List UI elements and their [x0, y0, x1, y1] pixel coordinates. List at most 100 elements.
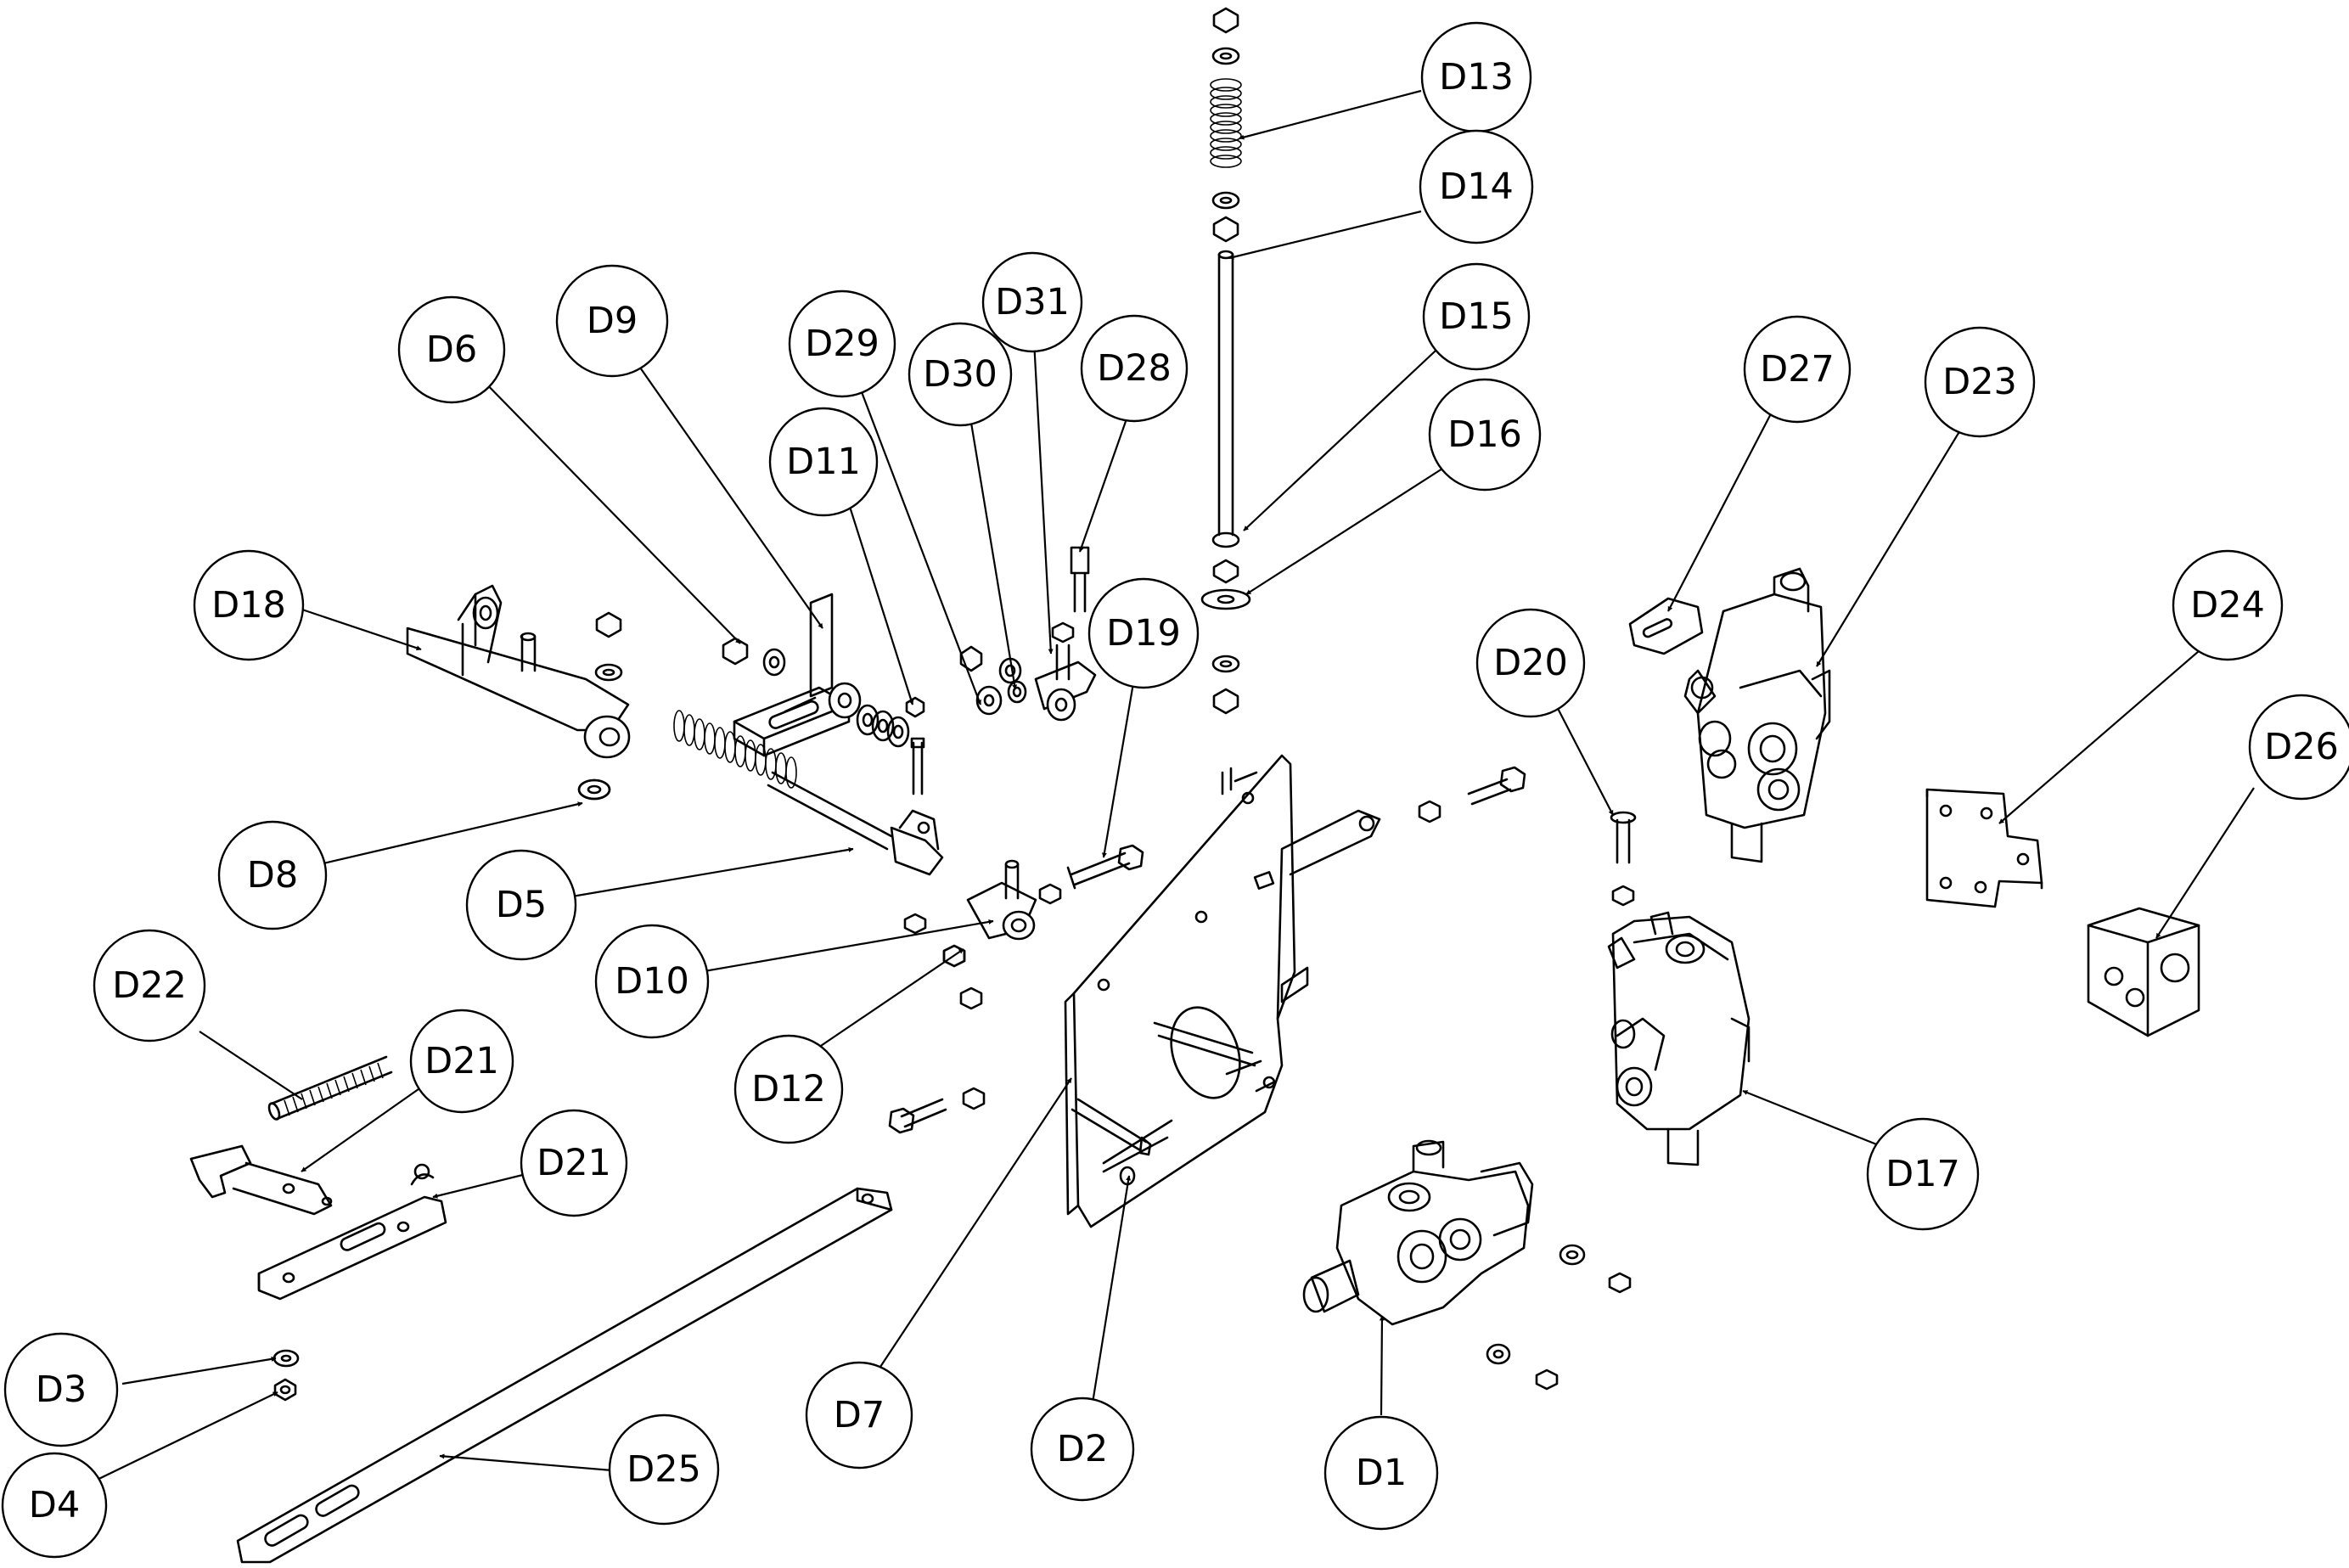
leader-d21b [432, 1170, 537, 1199]
leader-d3 [121, 1356, 277, 1385]
part-small-hardware-left [577, 611, 786, 801]
callout-d30: D30 [908, 322, 1013, 427]
callout-d11-label: D11 [786, 441, 861, 483]
leader-d4 [87, 1391, 278, 1485]
leader-d11 [843, 490, 914, 705]
part-d18-lever [406, 584, 631, 759]
callout-d29: D29 [788, 289, 896, 398]
callout-d12-label: D12 [751, 1068, 826, 1110]
callout-d31-label: D31 [995, 281, 1070, 323]
callout-d9: D9 [555, 264, 669, 378]
callout-d21b-label: D21 [537, 1142, 611, 1184]
callout-d29-label: D29 [805, 323, 879, 365]
leader-d31 [1032, 340, 1054, 655]
part-d19-bolt [1066, 844, 1144, 890]
callout-d15-label: D15 [1439, 295, 1514, 338]
callout-d28-label: D28 [1097, 347, 1172, 390]
leader-d2 [1089, 1175, 1132, 1414]
callout-d23: D23 [1924, 326, 2036, 438]
callout-d19-label: D19 [1106, 612, 1181, 655]
leader-d20 [1551, 696, 1614, 816]
callout-d23-label: D23 [1942, 361, 2017, 403]
leader-lines [87, 89, 2255, 1485]
part-d1-valve [1302, 1139, 1632, 1391]
callout-d27: D27 [1743, 315, 1852, 424]
callout-d10-label: D10 [615, 960, 689, 1003]
part-d28-d31-cluster [959, 546, 1097, 722]
callout-d3: D3 [3, 1332, 119, 1447]
callout-d2-label: D2 [1057, 1428, 1108, 1470]
part-d26-block [2087, 907, 2200, 1037]
part-d10-clevis [903, 859, 1062, 968]
callout-d26-label: D26 [2264, 726, 2339, 768]
part-column-hardware [1200, 7, 1251, 715]
callout-d21a-label: D21 [424, 1040, 499, 1082]
leader-d16 [1245, 462, 1453, 595]
callout-d16-label: D16 [1447, 413, 1522, 456]
callout-d10: D10 [594, 924, 710, 1039]
part-d7-plate [1064, 754, 1381, 1228]
callout-d13: D13 [1420, 21, 1532, 133]
leader-d29 [857, 385, 982, 705]
part-d11-pin [856, 696, 925, 795]
callout-d14: D14 [1419, 129, 1534, 244]
callout-d5: D5 [465, 849, 577, 961]
part-d8-washer [577, 778, 611, 801]
leader-d13 [1239, 89, 1422, 140]
leader-d5 [561, 846, 854, 900]
leader-d27 [1667, 402, 1778, 612]
leader-d19 [1101, 667, 1138, 858]
part-d20-pin [1610, 811, 1637, 907]
callout-d21a: D21 [409, 1009, 514, 1114]
callout-d18-label: D18 [211, 584, 286, 627]
callout-d6: D6 [397, 295, 506, 404]
callout-d8-label: D8 [247, 854, 298, 896]
leader-d6 [476, 374, 741, 644]
leader-d8 [312, 801, 583, 868]
callout-d17: D17 [1866, 1117, 1980, 1231]
part-d25-bar [236, 1187, 893, 1564]
part-d4-nut [273, 1378, 297, 1402]
leader-d25 [439, 1453, 623, 1473]
callout-d19: D19 [1087, 577, 1200, 689]
leader-d12 [810, 948, 964, 1054]
callout-d20: D20 [1475, 608, 1586, 718]
callout-d3-label: D3 [36, 1368, 87, 1411]
leader-d1 [1379, 1315, 1385, 1416]
leader-d7 [878, 1077, 1072, 1370]
callout-d24: D24 [2172, 549, 2284, 661]
callout-d4: D4 [1, 1452, 108, 1559]
callout-d22: D22 [93, 929, 206, 1043]
callout-d12: D12 [733, 1034, 844, 1144]
leader-d28 [1078, 411, 1131, 553]
callout-d2: D2 [1030, 1397, 1135, 1502]
part-d17-valve [1607, 911, 1751, 1166]
callout-d8: D8 [217, 820, 328, 930]
part-d9-bracket [733, 593, 862, 757]
callout-d6-label: D6 [426, 329, 477, 371]
part-bolts-right [888, 766, 1526, 1134]
leader-d14 [1228, 210, 1422, 260]
part-d22-rod [267, 1055, 393, 1121]
part-d3-washer [273, 1349, 300, 1368]
callout-d7-label: D7 [834, 1394, 885, 1436]
callout-d27-label: D27 [1760, 348, 1835, 391]
callout-d7: D7 [805, 1361, 913, 1470]
leader-d24 [1998, 634, 2218, 824]
leader-d18 [291, 604, 422, 651]
callout-d15: D15 [1422, 262, 1531, 371]
callout-d31: D31 [981, 251, 1083, 353]
leader-d17 [1742, 1089, 1884, 1149]
part-d12-nut [942, 944, 966, 968]
callout-d30-label: D30 [923, 353, 997, 396]
callout-d25-label: D25 [627, 1448, 701, 1491]
callout-d21b: D21 [520, 1109, 628, 1217]
callout-d1-label: D1 [1356, 1452, 1407, 1494]
part-d21-slide [257, 1163, 447, 1301]
callout-d24-label: D24 [2190, 584, 2265, 627]
callout-d4-label: D4 [29, 1484, 80, 1526]
part-d21-latch [189, 1144, 333, 1216]
leader-d9 [627, 350, 823, 629]
leader-d22 [199, 1031, 303, 1100]
